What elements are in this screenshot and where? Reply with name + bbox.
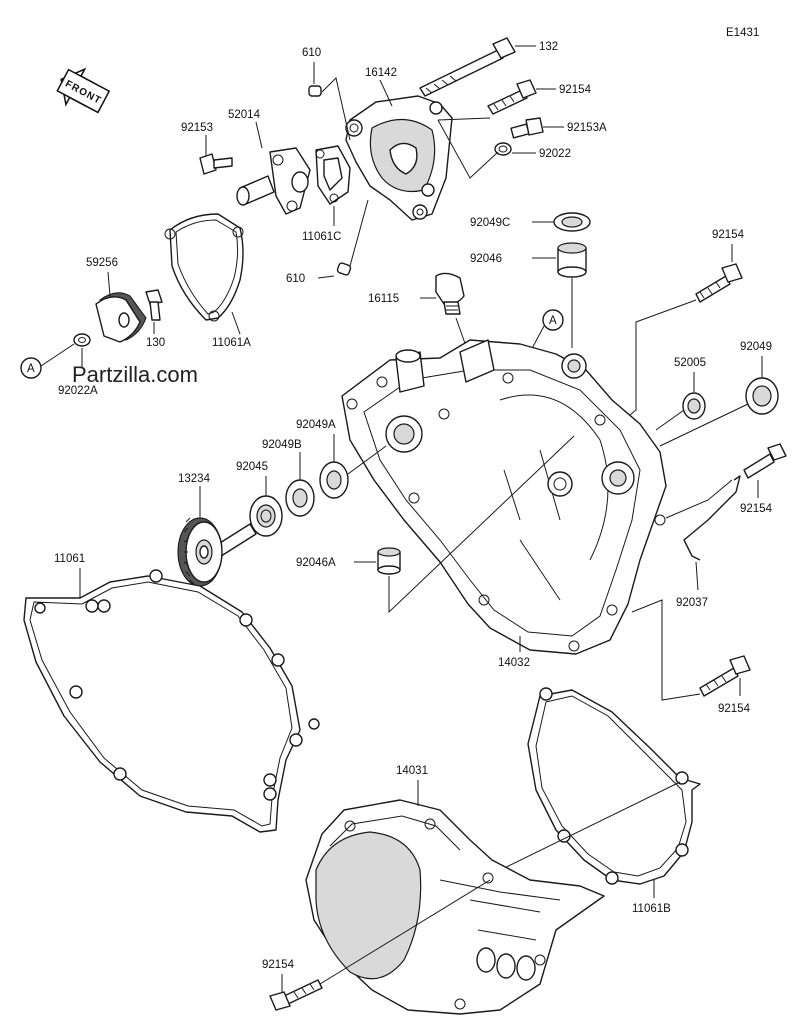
gasket-11061A (164, 213, 244, 322)
label-132: 132 (539, 41, 558, 53)
label-13234: 13234 (178, 473, 211, 485)
label-16115: 16115 (368, 293, 399, 305)
label-59256: 59256 (86, 257, 118, 269)
label-11061A: 11061A (212, 337, 251, 349)
bolt-92154-bottom (269, 979, 323, 1011)
bolt-92153A (510, 117, 544, 139)
label-92045: 92045 (236, 461, 268, 473)
label-92153: 92153 (181, 122, 213, 134)
callout-a-right (542, 309, 564, 331)
gasket-11061C (315, 145, 351, 205)
label-130: 130 (146, 337, 165, 349)
bolt-130 (145, 289, 163, 321)
watermark: Partzilla.com (72, 362, 198, 387)
bearing-92049 (745, 377, 779, 415)
bolt-92154-top (487, 79, 537, 115)
callout-a-left (20, 357, 42, 379)
label-92022A: 92022A (58, 385, 98, 397)
bearing-92049C (553, 212, 591, 232)
cover-14031 (305, 799, 605, 1015)
gasket-11061 (23, 569, 320, 833)
pipe-52014 (236, 147, 311, 215)
label-92049: 92049 (740, 341, 772, 353)
impeller-59256 (95, 292, 147, 343)
label-92153A: 92153A (567, 122, 607, 134)
label-52005: 52005 (674, 357, 706, 369)
label-92154-right-upper: 92154 (712, 229, 745, 241)
bolt-92154-right-lower (699, 655, 751, 697)
plug-16115 (435, 272, 465, 315)
label-52014: 52014 (228, 109, 261, 121)
label-92022: 92022 (539, 148, 571, 160)
label-92154-bottom: 92154 (262, 959, 295, 971)
label-610-lower: 610 (286, 273, 305, 285)
label-11061C: 11061C (302, 231, 341, 243)
label-92049B: 92049B (262, 439, 302, 451)
needle-bearing-92046A (377, 547, 401, 575)
washer-92022 (494, 142, 512, 156)
label-14032: 14032 (498, 657, 530, 669)
bolt-92154-right-mid (743, 443, 787, 479)
oil-seal-52005 (682, 392, 706, 420)
label-92154-top: 92154 (559, 84, 592, 96)
bearing-92045 (249, 495, 283, 537)
label-92046: 92046 (470, 253, 502, 265)
gasket-11061B (527, 687, 701, 885)
gear-shaft-13234 (177, 517, 257, 587)
cover-14032 (341, 339, 667, 655)
washer-92022A (73, 333, 91, 347)
label-610-top: 610 (302, 47, 321, 59)
needle-bearing-92046 (557, 242, 587, 278)
label-92154-right-mid: 92154 (740, 503, 773, 515)
pump-cover-16142 (345, 95, 453, 221)
bolt-92153 (199, 153, 233, 175)
label-92049C: 92049C (470, 217, 510, 229)
front-arrow-icon: FRONT (56, 67, 111, 114)
label-92037: 92037 (676, 597, 708, 609)
dowel-610-top (308, 85, 322, 97)
dowel-610-lower (336, 262, 352, 276)
clip-92037 (683, 475, 741, 561)
label-92049A: 92049A (296, 419, 336, 431)
bolt-132 (419, 37, 516, 97)
callout-a-left-text: A (27, 363, 35, 375)
label-11061: 11061 (54, 553, 85, 565)
bearing-92049B (285, 479, 315, 517)
label-16142: 16142 (365, 67, 397, 79)
bearing-92049A (319, 461, 349, 499)
diagram-code: E1431 (726, 27, 759, 39)
label-11061B: 11061B (632, 903, 671, 915)
label-92154-right-lower: 92154 (718, 703, 751, 715)
callout-a-right-text: A (549, 315, 557, 327)
label-14031: 14031 (396, 765, 428, 777)
bolt-92154-right-upper (695, 263, 743, 303)
label-92046A: 92046A (296, 557, 336, 569)
